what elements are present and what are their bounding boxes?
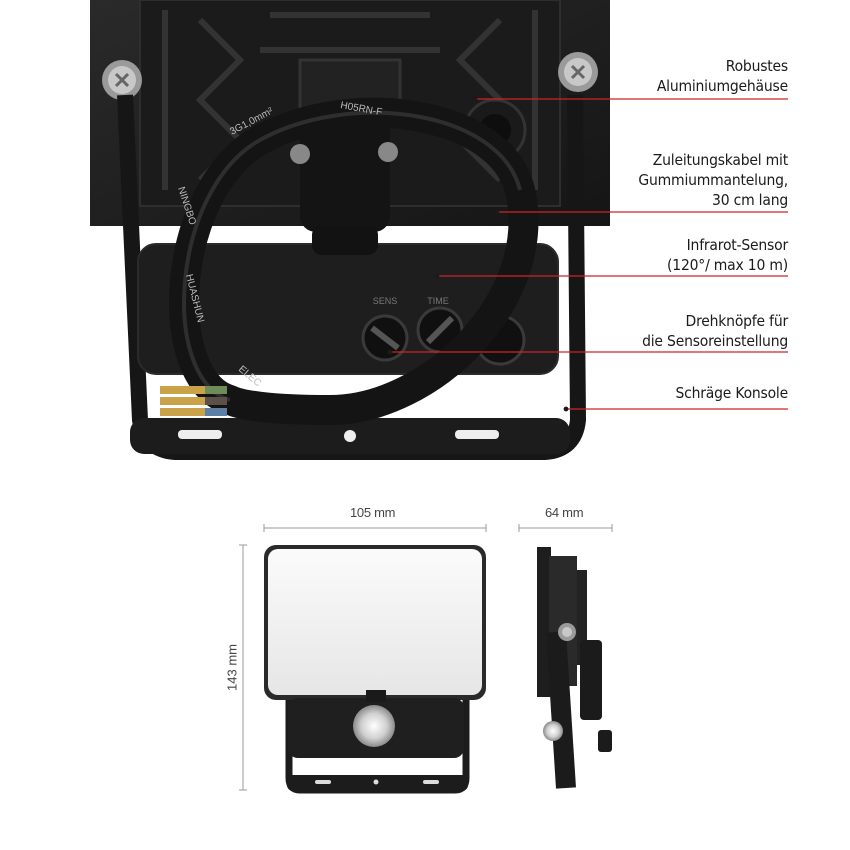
mounting-screw-right [558, 52, 598, 92]
callout-leaders [387, 96, 788, 412]
callout-sensor: Infrarot-Sensor (120°/ max 10 m) [667, 236, 788, 274]
mounting-screw-left [102, 60, 142, 100]
pir-lens [353, 705, 395, 747]
callout-bracket: Schräge Konsole [675, 384, 789, 402]
bracket [117, 94, 587, 460]
cable-wire-ends [160, 386, 227, 416]
dim-depth: 64 mm [545, 505, 584, 520]
callout-knobs: Drehknöpfe für die Sensoreinstellung [642, 312, 788, 350]
knob-label-time: TIME [427, 296, 449, 306]
front-view [264, 545, 486, 794]
callout-cable: Zuleitungskabel mit Gummiummantelung, 30… [638, 151, 788, 209]
cable-gland [290, 112, 398, 255]
dim-height: 143 mm [224, 644, 240, 691]
knob-sens[interactable] [361, 314, 409, 362]
dimension-lines [239, 524, 613, 791]
dim-width: 105 mm [350, 505, 396, 520]
knob-label-sens: SENS [373, 296, 398, 306]
callout-housing: Robustes Aluminiumgehäuse [656, 57, 788, 95]
side-view [537, 547, 612, 789]
